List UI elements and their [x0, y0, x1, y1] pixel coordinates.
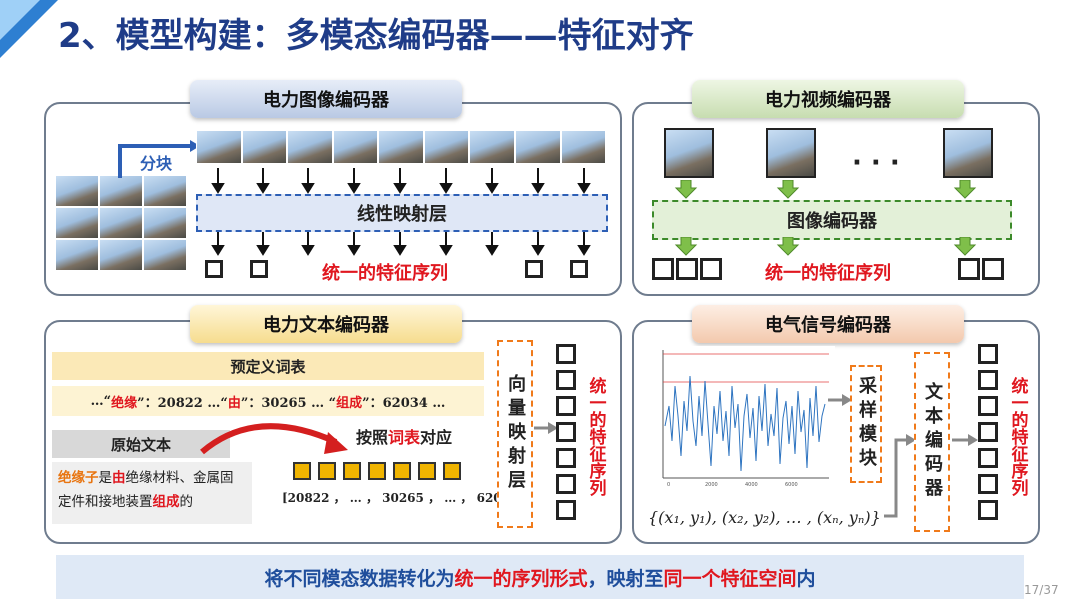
- token-square: [443, 462, 461, 480]
- encoder-to-tokens-arrow: [952, 434, 978, 446]
- video-feature-tokens-left: [652, 258, 722, 280]
- signal-feature-tokens: [978, 344, 998, 520]
- signal-feature-token: [978, 500, 998, 520]
- video-sequence-label: 统一的特征序列: [765, 263, 891, 284]
- video-frame: [664, 128, 714, 178]
- vocab-word: 绝缘: [111, 395, 138, 411]
- text-encoder-header: 电力文本编码器: [190, 305, 462, 343]
- token-square: [418, 462, 436, 480]
- bottom-banner: 将不同模态数据转化为统一的序列形式，映射至同一个特征空间内: [56, 555, 1024, 599]
- video-encoder-header: 电力视频编码器: [692, 80, 964, 118]
- svg-text:2000: 2000: [705, 482, 718, 488]
- video-feature-token: [700, 258, 722, 280]
- image-feature-token: [205, 260, 223, 278]
- original-power-image: [55, 175, 187, 271]
- text-encoder-module: 文本编码器: [914, 352, 950, 532]
- token-id-squares: [293, 462, 461, 480]
- signal-sequence-label: 统一的特征序列: [1007, 376, 1028, 496]
- image-feature-token: [250, 260, 268, 278]
- token-square: [293, 462, 311, 480]
- text-feature-token: [556, 370, 576, 390]
- text-feature-token: [556, 396, 576, 416]
- text-feature-tokens: [556, 344, 576, 520]
- signal-waveform-chart: 0 2000 4000 6000: [645, 346, 835, 496]
- image-sequence-label: 统一的特征序列: [322, 263, 448, 284]
- video-feature-token: [676, 258, 698, 280]
- vocab-word: 组成: [336, 395, 363, 411]
- image-patches: [196, 130, 607, 164]
- raw-text-content: 绝缘子是由绝缘材料、金属固定件和接地装置组成的: [52, 462, 252, 524]
- token-square: [343, 462, 361, 480]
- lookup-curve-arrow: [200, 423, 348, 455]
- lookup-label: 按照词表对应: [356, 428, 453, 447]
- split-label: 分块: [140, 154, 173, 173]
- signal-encoder-header: 电气信号编码器: [692, 305, 964, 343]
- video-frame: [943, 128, 993, 178]
- vocab-line: …“绝缘”：20822 …“由”：30265 … “组成”：62034 …: [52, 386, 484, 416]
- vector-projection-layer: 向量映射层: [497, 340, 533, 528]
- frame-arrows: [674, 180, 977, 199]
- video-feature-tokens-right: [958, 258, 1004, 280]
- token-square: [318, 462, 336, 480]
- corner-decoration-light: [0, 0, 40, 40]
- text-feature-token: [556, 422, 576, 442]
- image-feature-token: [525, 260, 543, 278]
- linear-projection-layer: 线性映射层: [196, 194, 608, 232]
- signal-formula: {(x₁, y₁), (x₂, y₂), … , (xₙ, yₙ)}: [648, 508, 881, 527]
- signal-feature-token: [978, 344, 998, 364]
- text-feature-token: [556, 448, 576, 468]
- encoder-arrows: [674, 237, 977, 256]
- svg-text:4000: 4000: [745, 482, 758, 488]
- svg-text:6000: 6000: [785, 482, 798, 488]
- video-feature-token: [982, 258, 1004, 280]
- video-image-encoder: 图像编码器: [652, 200, 1012, 240]
- chart-to-sampling-arrow: [828, 394, 852, 406]
- video-frame: [766, 128, 816, 178]
- video-feature-token: [652, 258, 674, 280]
- signal-feature-token: [978, 370, 998, 390]
- vocab-word: 由: [227, 395, 241, 411]
- token-id-sequence: [20822 ， … ， 30265 ， … ， 62034]: [282, 491, 525, 505]
- text-sequence-label: 统一的特征序列: [585, 376, 606, 496]
- slide-title: 2、模型构建：多模态编码器——特征对齐: [58, 16, 694, 56]
- projection-arrows: [211, 232, 591, 256]
- split-arrow: [118, 140, 200, 178]
- signal-feature-token: [978, 396, 998, 416]
- text-feature-token: [556, 500, 576, 520]
- patch-arrows: [211, 168, 591, 194]
- svg-text:0: 0: [667, 482, 670, 488]
- token-square: [393, 462, 411, 480]
- sampling-module: 采样模块: [850, 365, 882, 483]
- vocab-title: 预定义词表: [52, 352, 484, 380]
- text-feature-token: [556, 474, 576, 494]
- image-encoder-header: 电力图像编码器: [190, 80, 462, 118]
- video-feature-token: [958, 258, 980, 280]
- projection-to-tokens-arrow: [534, 422, 558, 434]
- signal-feature-token: [978, 448, 998, 468]
- raw-text-title: 原始文本: [52, 430, 230, 458]
- formula-to-encoder-arrow: [884, 434, 916, 518]
- token-square: [368, 462, 386, 480]
- signal-feature-token: [978, 474, 998, 494]
- signal-feature-token: [978, 422, 998, 442]
- page-number: 17/37: [1024, 583, 1059, 597]
- text-feature-token: [556, 344, 576, 364]
- video-frames-ellipsis: · · ·: [852, 148, 900, 178]
- image-feature-token: [570, 260, 588, 278]
